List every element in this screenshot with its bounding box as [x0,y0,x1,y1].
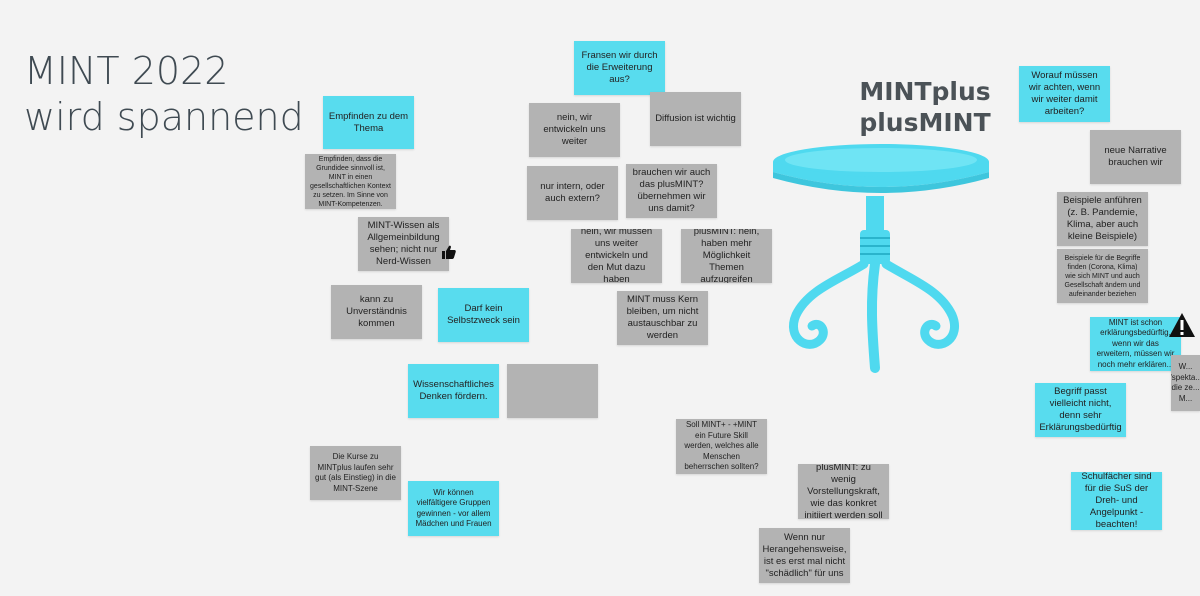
sticky-note[interactable]: Wissenschaftliches Denken fördern. [408,364,499,418]
sticky-note[interactable]: Empfinden, dass die Grundidee sinnvoll i… [305,154,396,209]
board-title-line-1: MINT 2022 [24,49,229,93]
sticky-note[interactable] [507,364,598,418]
warning-icon [1169,313,1195,337]
sticky-note[interactable]: Schulfächer sind für die SuS der Dreh- u… [1071,472,1162,530]
sticky-note[interactable]: nein, wir müssen uns weiter entwickeln u… [571,229,662,283]
sticky-note[interactable]: MINT-Wissen als Allgemeinbildung sehen; … [358,217,449,271]
sticky-note[interactable]: MINT ist schon erklärungsbedürftig, wenn… [1090,317,1181,371]
sticky-note[interactable]: Darf kein Selbstzweck sein [438,288,529,342]
sticky-note[interactable]: nur intern, oder auch extern? [527,166,618,220]
sticky-note[interactable]: brauchen wir auch das plusMINT? übernehm… [626,164,717,218]
sticky-note[interactable]: MINT muss Kern bleiben, um nicht austaus… [617,291,708,345]
sticky-note[interactable]: Fransen wir durch die Erweiterung aus? [574,41,665,95]
sticky-note[interactable]: Worauf müssen wir achten, wenn wir weite… [1019,66,1110,122]
board-subtitle: MINTplus plusMINT [845,76,1005,138]
sticky-note[interactable]: Wenn nur Herangehensweise, ist es erst m… [759,528,850,583]
sticky-note[interactable]: plusMINT: zu wenig Vorstellungskraft, wi… [798,464,889,519]
sticky-note[interactable]: Beispiele anführen (z. B. Pandemie, Klim… [1057,192,1148,246]
sticky-note[interactable]: Empfinden zu dem Thema [323,96,414,149]
thumbs-up-icon [442,245,456,259]
sticky-note[interactable]: kann zu Unverständnis kommen [331,285,422,339]
sticky-note[interactable]: nein, wir entwickeln uns weiter [529,103,620,157]
sticky-note[interactable]: Wir können vielfältigere Gruppen gewinne… [408,481,499,536]
sticky-note[interactable]: Beispiele für die Begriffe finden (Coron… [1057,249,1148,303]
board-title: MINT 2022 wird spannend [24,48,304,140]
board-subtitle-line-1: MINTplus [859,77,991,106]
board-subtitle-line-2: plusMINT [859,108,991,137]
sticky-note[interactable]: W... "spekta... die ze... M... [1171,355,1200,411]
sticky-note[interactable]: Die Kurse zu MINTplus laufen sehr gut (a… [310,446,401,500]
sticky-note[interactable]: Begriff passt vielleicht nicht, denn seh… [1035,383,1126,437]
sticky-note[interactable]: Diffusion ist wichtig [650,92,741,146]
sticky-note[interactable]: neue Narrative brauchen wir [1090,130,1181,184]
sticky-note[interactable]: plusMINT: nein, haben mehr Möglichkeit T… [681,229,772,283]
round-table-illustration [773,144,989,373]
sticky-note[interactable]: Soll MINT+ - +MINT ein Future Skill werd… [676,419,767,474]
board-title-line-2: wird spannend [24,95,304,139]
